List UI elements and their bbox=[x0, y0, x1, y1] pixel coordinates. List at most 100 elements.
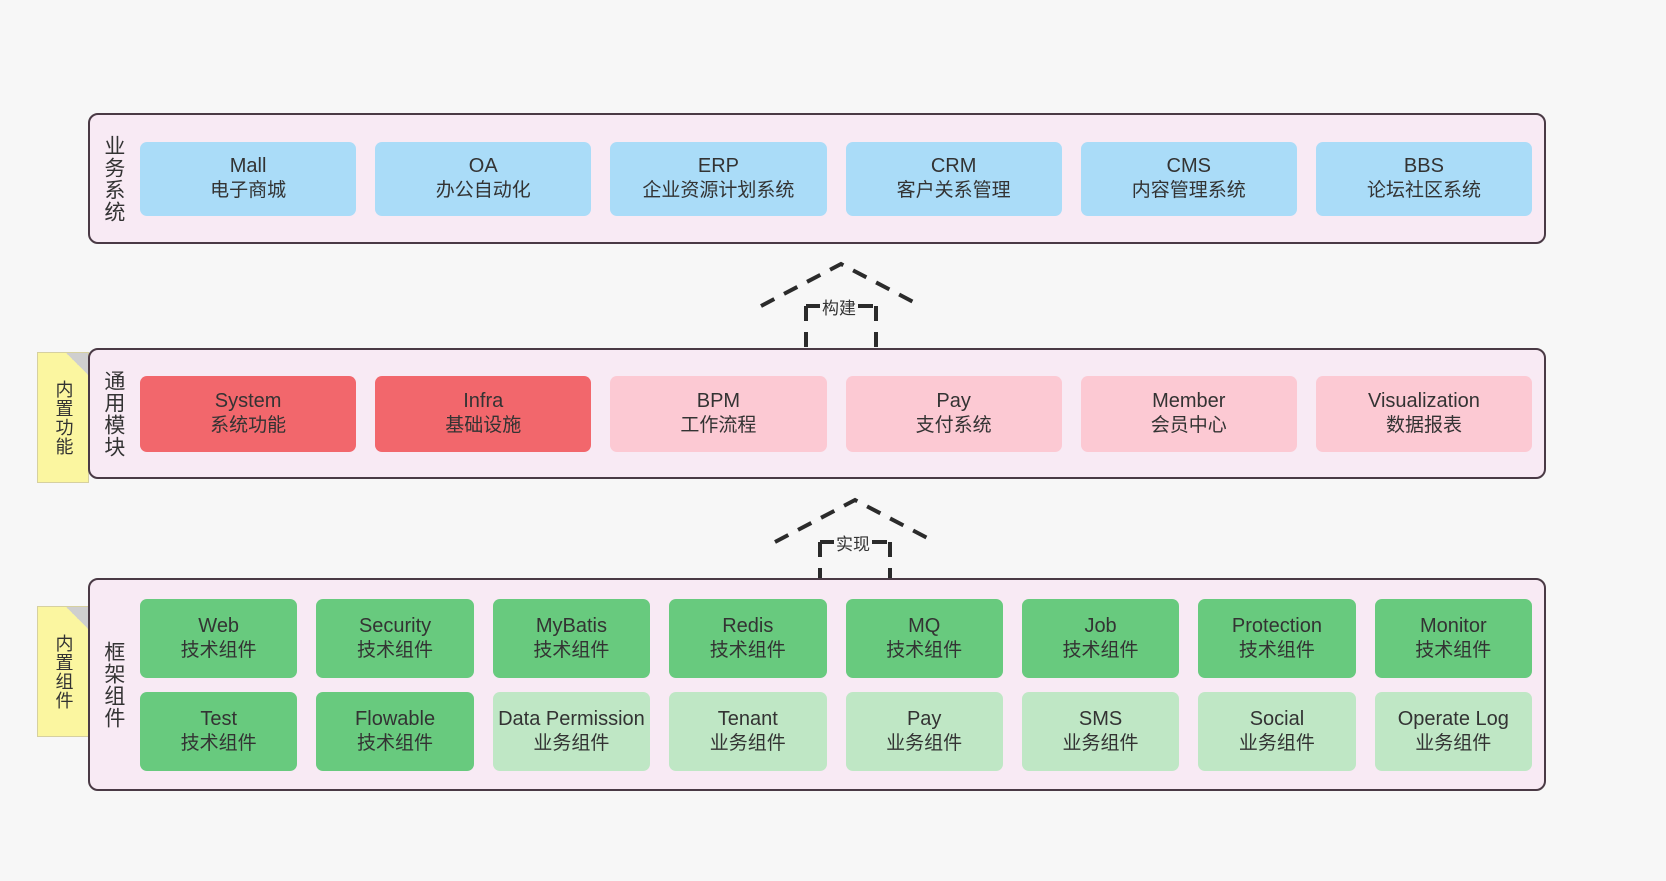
component-subtitle: 技术组件 bbox=[180, 639, 257, 661]
connector-stem-implement bbox=[818, 542, 892, 584]
component-name: Visualization bbox=[1367, 390, 1480, 413]
component-name: Data Permission bbox=[498, 707, 645, 730]
connector-implement: 实现 bbox=[770, 494, 940, 584]
page-fold-icon bbox=[66, 607, 88, 629]
component-subtitle: 客户关系管理 bbox=[896, 180, 1011, 202]
component-subtitle: 技术组件 bbox=[1415, 639, 1492, 661]
component-name: SMS bbox=[1078, 707, 1123, 730]
connector-build: 构建 bbox=[756, 258, 926, 348]
component-name: Tenant bbox=[717, 707, 778, 730]
component-subtitle: 支付系统 bbox=[915, 415, 992, 437]
component-subtitle: 技术组件 bbox=[886, 639, 963, 661]
component-subtitle: 业务组件 bbox=[1062, 732, 1139, 754]
component-subtitle: 技术组件 bbox=[180, 732, 257, 754]
component-subtitle: 技术组件 bbox=[1238, 639, 1315, 661]
component-name: Web bbox=[198, 614, 240, 637]
component-name: CMS bbox=[1166, 155, 1211, 178]
component-name: ERP bbox=[697, 155, 739, 178]
component-subtitle: 业务组件 bbox=[1415, 732, 1492, 754]
component-name: Job bbox=[1084, 614, 1117, 637]
component-name: Test bbox=[200, 707, 238, 730]
component-subtitle: 企业资源计划系统 bbox=[642, 180, 795, 202]
component-name: Pay bbox=[936, 390, 971, 413]
component-subtitle: 论坛社区系统 bbox=[1366, 180, 1481, 202]
note-builtin-functions: 内置功能 bbox=[37, 352, 89, 483]
component-name: BPM bbox=[696, 390, 741, 413]
component-subtitle: 业务组件 bbox=[886, 732, 963, 754]
component-name: OA bbox=[468, 155, 498, 178]
component-name: Social bbox=[1249, 707, 1305, 730]
component-subtitle: 技术组件 bbox=[357, 639, 434, 661]
arrowhead-triangle-implement bbox=[774, 497, 936, 544]
component-subtitle: 技术组件 bbox=[1062, 639, 1139, 661]
component-name: Operate Log bbox=[1397, 707, 1509, 730]
note-label-builtin-functions: 内置功能 bbox=[53, 379, 74, 456]
component-subtitle: 业务组件 bbox=[709, 732, 786, 754]
note-label-builtin-components: 内置组件 bbox=[53, 633, 74, 710]
component-name: Infra bbox=[463, 390, 504, 413]
component-name: Security bbox=[358, 614, 432, 637]
component-subtitle: 技术组件 bbox=[533, 639, 610, 661]
component-subtitle: 系统功能 bbox=[210, 415, 287, 437]
component-name: Mall bbox=[229, 155, 267, 178]
component-subtitle: 工作流程 bbox=[680, 415, 757, 437]
component-subtitle: 基础设施 bbox=[445, 415, 522, 437]
component-subtitle: 业务组件 bbox=[533, 732, 610, 754]
component-name: Flowable bbox=[355, 707, 436, 730]
component-name: CRM bbox=[930, 155, 977, 178]
component-name: Redis bbox=[722, 614, 774, 637]
note-builtin-components: 内置组件 bbox=[37, 606, 89, 737]
component-name: Member bbox=[1152, 390, 1226, 413]
arrowhead-triangle-build bbox=[760, 261, 922, 308]
component-name: Pay bbox=[906, 707, 942, 730]
connector-stem-build bbox=[804, 306, 878, 348]
connector-label-build: 构建 bbox=[820, 294, 858, 319]
component-subtitle: 会员中心 bbox=[1150, 415, 1227, 437]
component-subtitle: 办公自动化 bbox=[435, 180, 531, 202]
layer-title-business: 业务系统 bbox=[101, 134, 125, 223]
component-subtitle: 技术组件 bbox=[709, 639, 786, 661]
page-fold-icon bbox=[66, 353, 88, 375]
component-subtitle: 技术组件 bbox=[357, 732, 434, 754]
component-name: Monitor bbox=[1419, 614, 1487, 637]
connector-label-implement: 实现 bbox=[834, 530, 872, 555]
component-name: BBS bbox=[1403, 155, 1444, 178]
